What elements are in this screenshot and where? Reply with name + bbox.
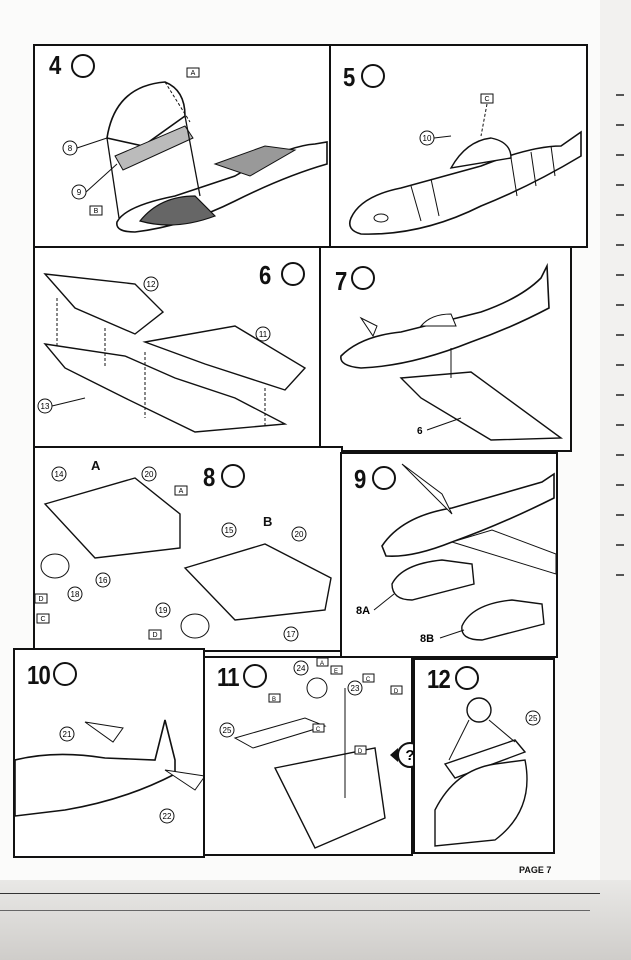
part-callout: 9: [77, 188, 82, 197]
page-edge-line: [0, 910, 590, 911]
step-7-illustration: 6: [340, 262, 564, 441]
part-callout: 25: [529, 714, 538, 723]
part-callout: 20: [295, 530, 304, 539]
step-number: 11: [217, 662, 240, 692]
step-4-panel: 4 8 9 A B: [33, 44, 331, 248]
scan-shadow: [0, 880, 631, 960]
part-callout: 8A: [356, 605, 370, 617]
tag-label: D: [152, 632, 157, 639]
glue-icon: [221, 464, 245, 488]
step-12-panel: 12 25: [413, 658, 555, 854]
part-callout: 16: [99, 576, 108, 585]
page-footer: PAGE 7: [519, 865, 552, 875]
tag-label: C: [40, 616, 45, 623]
question-mark: ?: [405, 747, 414, 764]
part-callout: 21: [63, 730, 72, 739]
part-callout: 14: [55, 470, 64, 479]
part-callout: 18: [71, 590, 80, 599]
glue-icon: [351, 266, 375, 290]
glue-icon: [372, 466, 396, 490]
step-7-panel: 7 6: [319, 246, 572, 452]
part-callout: 8: [68, 144, 73, 153]
tag-label: B: [94, 208, 99, 215]
step-number: 10: [27, 660, 51, 690]
part-callout: 15: [225, 526, 234, 535]
part-callout: 6: [417, 426, 423, 437]
step-10-panel: 10 21 22: [13, 648, 205, 858]
subassembly-label: B: [263, 514, 273, 529]
step-8-illustration: 14 20 16 18 A D C 15 20 19 17 D: [35, 466, 332, 642]
step-11-panel: 11 24 23 25 A E C D B C D: [203, 656, 413, 856]
tag-label: C: [484, 96, 489, 103]
tag-label: A: [320, 661, 324, 667]
glue-icon: [53, 662, 77, 686]
part-callout: 23: [351, 684, 360, 693]
part-callout: 20: [145, 470, 154, 479]
part-callout: 8B: [420, 633, 434, 645]
tag-label: C: [316, 727, 321, 733]
step-5-illustration: 10 C: [348, 93, 582, 235]
step-number: 12: [427, 664, 451, 694]
part-callout: 11: [259, 330, 268, 339]
part-callout: 24: [297, 664, 306, 673]
glue-icon: [361, 64, 385, 88]
step-8-panel: 8 A B 14 20 16 18 A D C 15: [33, 446, 343, 652]
step-9-illustration: 8A 8B: [356, 463, 556, 645]
subassembly-label: A: [91, 458, 101, 473]
step-11-illustration: 24 23 25 A E C D B C D: [219, 658, 403, 849]
step-6-panel: 6 12 11 13: [33, 246, 323, 448]
step-number: 4: [49, 50, 61, 80]
glue-icon: [455, 666, 479, 690]
tag-label: E: [334, 669, 338, 675]
part-callout: 13: [41, 402, 50, 411]
part-callout: 10: [423, 134, 432, 143]
part-callout: 19: [159, 606, 168, 615]
step-number: 7: [335, 266, 347, 296]
step-number: 5: [343, 62, 355, 92]
step-5-panel: 5 10 C: [329, 44, 588, 248]
tag-label: A: [191, 70, 196, 77]
step-number: 8: [203, 462, 215, 492]
step-10-illustration: 21 22: [15, 719, 203, 824]
tag-label: A: [179, 488, 184, 495]
glue-icon: [71, 54, 95, 78]
tag-label: D: [38, 596, 43, 603]
tag-label: B: [272, 697, 276, 703]
step-number: 9: [354, 464, 366, 494]
tag-label: D: [358, 749, 363, 755]
glue-icon: [281, 262, 305, 286]
tag-label: D: [394, 689, 399, 695]
step-number: 6: [259, 260, 271, 290]
part-callout: 17: [287, 630, 296, 639]
tag-label: C: [366, 677, 371, 683]
step-6-illustration: 12 11 13: [37, 273, 307, 433]
part-callout: 22: [163, 812, 172, 821]
page-edge-line: [0, 893, 600, 894]
step-9-panel: 9 8A 8B: [340, 452, 558, 658]
step-4-illustration: 8 9 A B: [62, 67, 328, 233]
part-callout: 12: [147, 280, 156, 289]
step-12-illustration: 25: [434, 697, 541, 847]
part-callout: 25: [223, 726, 232, 735]
glue-icon: [243, 664, 267, 688]
